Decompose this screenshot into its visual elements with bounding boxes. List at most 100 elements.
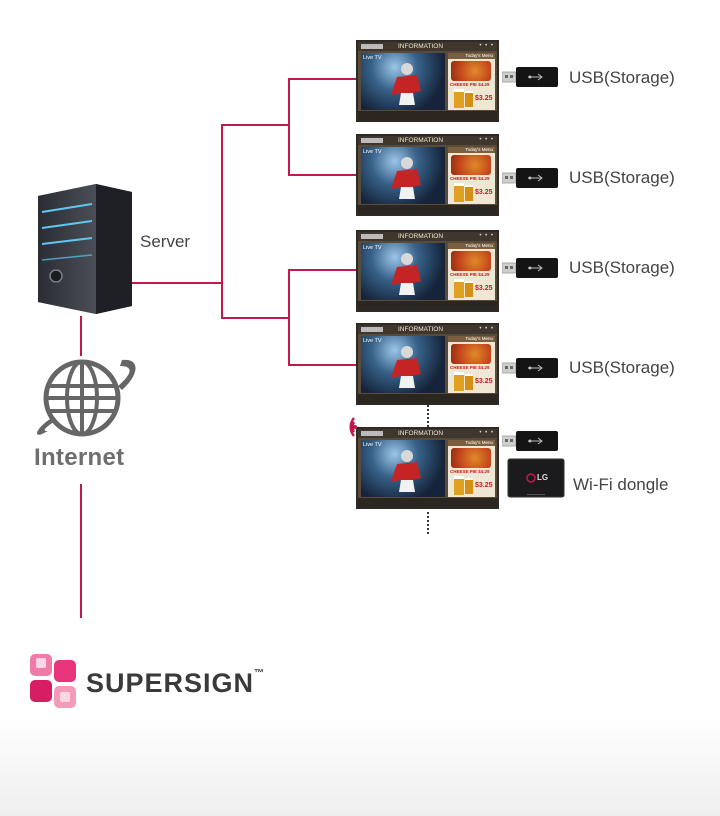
display-header-dots: • • • xyxy=(479,43,494,49)
beer-image xyxy=(454,89,464,108)
display-header-bar: INFORMATION • • • xyxy=(358,136,497,145)
menu-title: Today's Menu xyxy=(448,147,495,153)
globe-icon xyxy=(37,359,136,437)
pitcher-price: $3.25 xyxy=(475,482,493,489)
beer-image-2 xyxy=(465,185,473,201)
link-display-4 xyxy=(288,364,356,366)
beer-image-2 xyxy=(465,91,473,107)
menu-title: Today's Menu xyxy=(448,336,495,342)
usb-storage-label: USB(Storage) xyxy=(569,258,675,277)
link-display-2 xyxy=(288,174,356,176)
beer-image-2 xyxy=(465,374,473,390)
server-to-internet-line xyxy=(80,316,82,356)
display-ticker xyxy=(358,498,497,507)
hub-vertical-line xyxy=(221,124,223,318)
link-display-3 xyxy=(288,269,356,271)
display-header-dots: • • • xyxy=(479,137,494,143)
live-tv-panel: Live TV xyxy=(361,147,445,204)
usb-storage-icon xyxy=(502,431,558,451)
beer-image-2 xyxy=(465,281,473,297)
usb-storage-label: USB(Storage) xyxy=(569,68,675,87)
football-player-image xyxy=(391,346,421,388)
server-icon xyxy=(38,184,132,314)
menu-title: Today's Menu xyxy=(448,440,495,446)
usb-storage-label: USB(Storage) xyxy=(569,168,675,187)
display-brand-mark xyxy=(361,138,383,143)
live-tv-label: Live TV xyxy=(363,338,382,344)
display-ticker xyxy=(358,205,497,214)
supersign-logo-text: SUPERSIGN xyxy=(86,668,255,698)
beer-image-2 xyxy=(465,478,473,494)
usb-storage-icon xyxy=(502,258,558,278)
pizza-image xyxy=(451,251,491,271)
display-header-dots: • • • xyxy=(479,233,494,239)
football-player-image xyxy=(391,450,421,492)
supersign-wordmark: SUPERSIGN™ xyxy=(86,668,265,699)
pitcher-price: $3.25 xyxy=(475,378,493,385)
live-tv-label: Live TV xyxy=(363,245,382,251)
lower-split-line xyxy=(288,269,290,365)
internet-to-supersign-line xyxy=(80,484,82,618)
server-to-hub-line xyxy=(132,282,222,284)
menu-price: CHEESE PIE $4.29 xyxy=(450,365,490,370)
beer-image xyxy=(454,183,464,202)
pizza-image xyxy=(451,155,491,175)
live-tv-label: Live TV xyxy=(363,442,382,448)
usb-storage-icon xyxy=(502,67,558,87)
display-header-bar: INFORMATION• • • xyxy=(358,429,497,438)
football-player-image xyxy=(391,157,421,199)
display-ticker xyxy=(358,301,497,310)
pitcher-price: $3.25 xyxy=(475,189,493,196)
wifi-dongle-label: Wi-Fi dongle xyxy=(573,475,669,494)
football-player-image xyxy=(391,253,421,295)
display-header-bar: INFORMATION• • • xyxy=(358,325,497,334)
menu-price: CHEESE PIE $4.29 xyxy=(450,82,490,87)
display-header-text: INFORMATION xyxy=(398,137,444,144)
usb-storage-icon xyxy=(502,168,558,188)
beer-image xyxy=(454,372,464,391)
display-header-text: INFORMATION xyxy=(398,430,444,437)
display-brand-mark xyxy=(361,431,383,436)
menu-price: CHEESE PIE $4.29 xyxy=(450,272,490,277)
hub-top-branch xyxy=(221,124,289,126)
display-header-text: INFORMATION xyxy=(398,233,444,240)
wifi-signal-icon xyxy=(349,417,357,437)
live-tv-panel: Live TV xyxy=(361,336,445,393)
usb-storage-icon xyxy=(502,358,558,378)
dongle-brand: LG xyxy=(537,473,549,482)
wifi-dongle-icon xyxy=(507,458,565,498)
link-display-1 xyxy=(288,78,356,80)
football-player-image xyxy=(391,63,421,105)
display-header-bar: INFORMATION • • • xyxy=(358,232,497,241)
live-tv-label: Live TV xyxy=(363,149,382,155)
upper-split-line xyxy=(288,78,290,175)
display-brand-mark xyxy=(361,44,383,49)
display-header-text: INFORMATION xyxy=(398,43,444,50)
pitcher-price: $3.25 xyxy=(475,285,493,292)
usb-storage-label: USB(Storage) xyxy=(569,358,675,377)
pitcher-price: $3.25 xyxy=(475,95,493,102)
beer-image xyxy=(454,279,464,298)
beer-image xyxy=(454,476,464,495)
pizza-image xyxy=(451,448,491,468)
hub-bottom-branch xyxy=(221,317,289,319)
menu-title: Today's Menu xyxy=(448,53,495,59)
display-continuation-dots-bottom xyxy=(427,512,429,534)
display-ticker xyxy=(358,394,497,403)
menu-price: CHEESE PIE $4.29 xyxy=(450,176,490,181)
display-brand-mark xyxy=(361,234,383,239)
supersign-logo xyxy=(30,654,76,708)
pizza-image xyxy=(451,344,491,364)
live-tv-label: Live TV xyxy=(363,55,382,61)
trademark-symbol: ™ xyxy=(254,668,266,679)
